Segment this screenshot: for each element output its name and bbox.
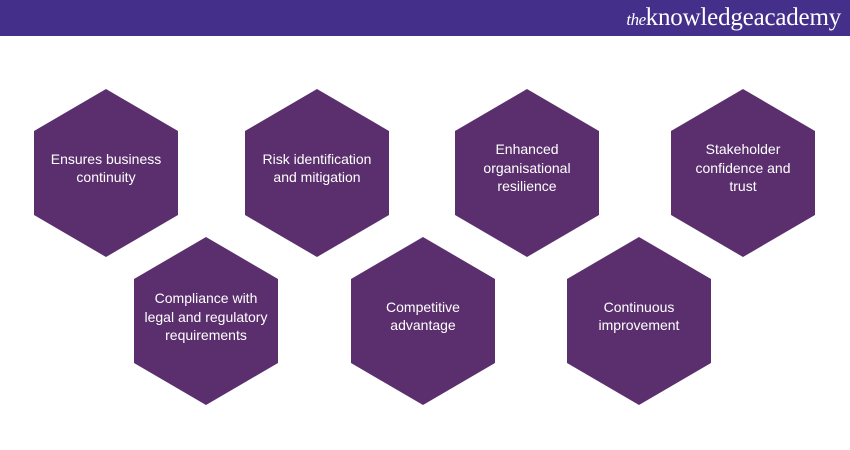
- hexagon-label: Ensures business continuity: [50, 150, 162, 186]
- hexagon-label: Continuous improvement: [598, 298, 680, 334]
- hexagon-organisational-resilience: Enhanced organisational resilience: [455, 89, 599, 257]
- hexagon-label: Risk identification and mitigation: [262, 150, 372, 186]
- brand-logo: theknowledgeacademy: [626, 3, 841, 35]
- logo-prefix: the: [626, 10, 646, 29]
- header-bar: theknowledgeacademy: [0, 0, 850, 36]
- hexagon-risk-identification: Risk identification and mitigation: [245, 89, 389, 257]
- logo-main: knowledgeacademy: [645, 4, 842, 31]
- hexagon-label: Enhanced organisational resilience: [483, 141, 571, 195]
- hexagon-label: Competitive advantage: [386, 298, 460, 334]
- hexagon-business-continuity: Ensures business continuity: [34, 89, 178, 257]
- hexagon-competitive-advantage: Competitive advantage: [351, 237, 495, 405]
- hexagon-compliance: Compliance with legal and regulatory req…: [134, 237, 278, 405]
- hexagon-continuous-improvement: Continuous improvement: [567, 237, 711, 405]
- hexagon-label: Stakeholder confidence and trust: [695, 141, 791, 195]
- hexagon-stakeholder-confidence: Stakeholder confidence and trust: [671, 89, 815, 257]
- hexagon-label: Compliance with legal and regulatory req…: [144, 290, 268, 344]
